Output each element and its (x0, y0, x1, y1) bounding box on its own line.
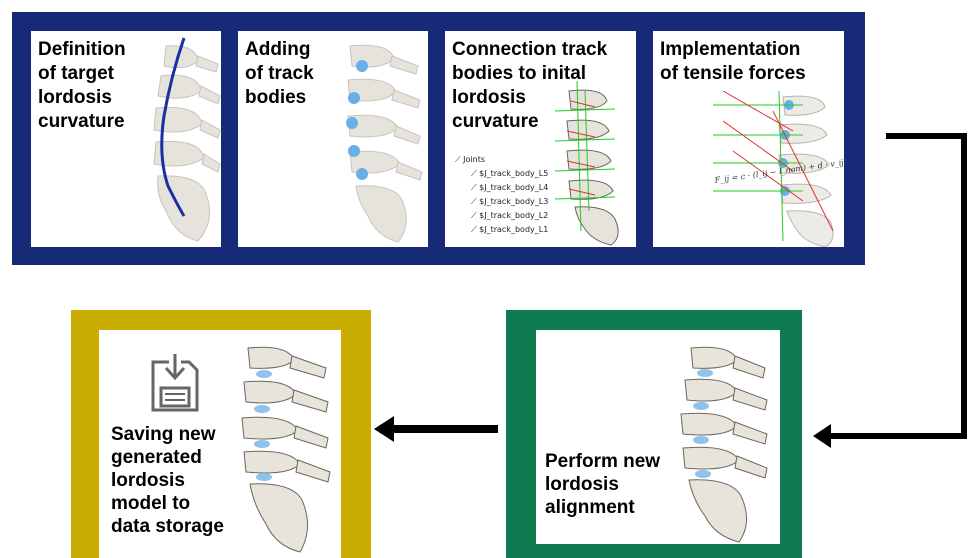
spine-illustration (328, 36, 428, 246)
connector-line (388, 425, 498, 433)
align-title: Perform new lordosis alignment (545, 450, 660, 519)
panel-title: Definition of target lordosis curvature (38, 38, 126, 134)
spine-illustration (234, 338, 334, 556)
joint-item[interactable]: ⟋ $J_track_body_L1 (455, 223, 548, 237)
panel-title: Implementation of tensile forces (660, 38, 806, 86)
spine-illustration (126, 36, 221, 246)
joint-item[interactable]: ⟋ $J_track_body_L3 (455, 195, 548, 209)
panel-title: Adding of track bodies (245, 38, 314, 110)
align-panel: Perform new lordosis alignment (536, 330, 780, 544)
save-title: Saving new generated lordosis model to d… (111, 423, 224, 538)
connector-line (886, 133, 966, 139)
panel-tensile-forces: Implementation of tensile forces F_ij = … (653, 31, 844, 247)
arrow-head-left (813, 424, 831, 448)
track-body-ball (346, 117, 358, 129)
joint-item[interactable]: ⟋ $J_track_body_L5 (455, 167, 548, 181)
tensile-formula: F_ij = c · (l_ij − l_nom) + d · v_ij , F… (713, 153, 843, 185)
joints-tree: ⟋ Joints ⟋ $J_track_body_L5 ⟋ $J_track_b… (455, 153, 548, 237)
panel-track-bodies: Adding of track bodies (238, 31, 428, 247)
joint-item[interactable]: ⟋ $J_track_body_L2 (455, 209, 548, 223)
joints-header[interactable]: ⟋ Joints (455, 153, 548, 167)
track-body-ball (348, 92, 360, 104)
arrow-head-left (374, 416, 394, 442)
panel-connection: Connection track bodies to inital lordos… (445, 31, 636, 247)
connector-line (825, 433, 967, 439)
panel-title: Connection track bodies to inital lordos… (452, 38, 607, 134)
spine-illustration: F_ij = c · (l_ij − l_nom) + d · v_ij , F… (713, 91, 843, 247)
spine-illustration (671, 338, 771, 543)
panel-target-curvature: Definition of target lordosis curvature (31, 31, 221, 247)
connector-line (961, 133, 967, 439)
track-body-ball (356, 168, 368, 180)
track-body-ball (356, 60, 368, 72)
save-panel: Saving new generated lordosis model to d… (99, 330, 341, 558)
save-download-icon (151, 354, 199, 412)
track-body-ball (348, 145, 360, 157)
joint-item[interactable]: ⟋ $J_track_body_L4 (455, 181, 548, 195)
